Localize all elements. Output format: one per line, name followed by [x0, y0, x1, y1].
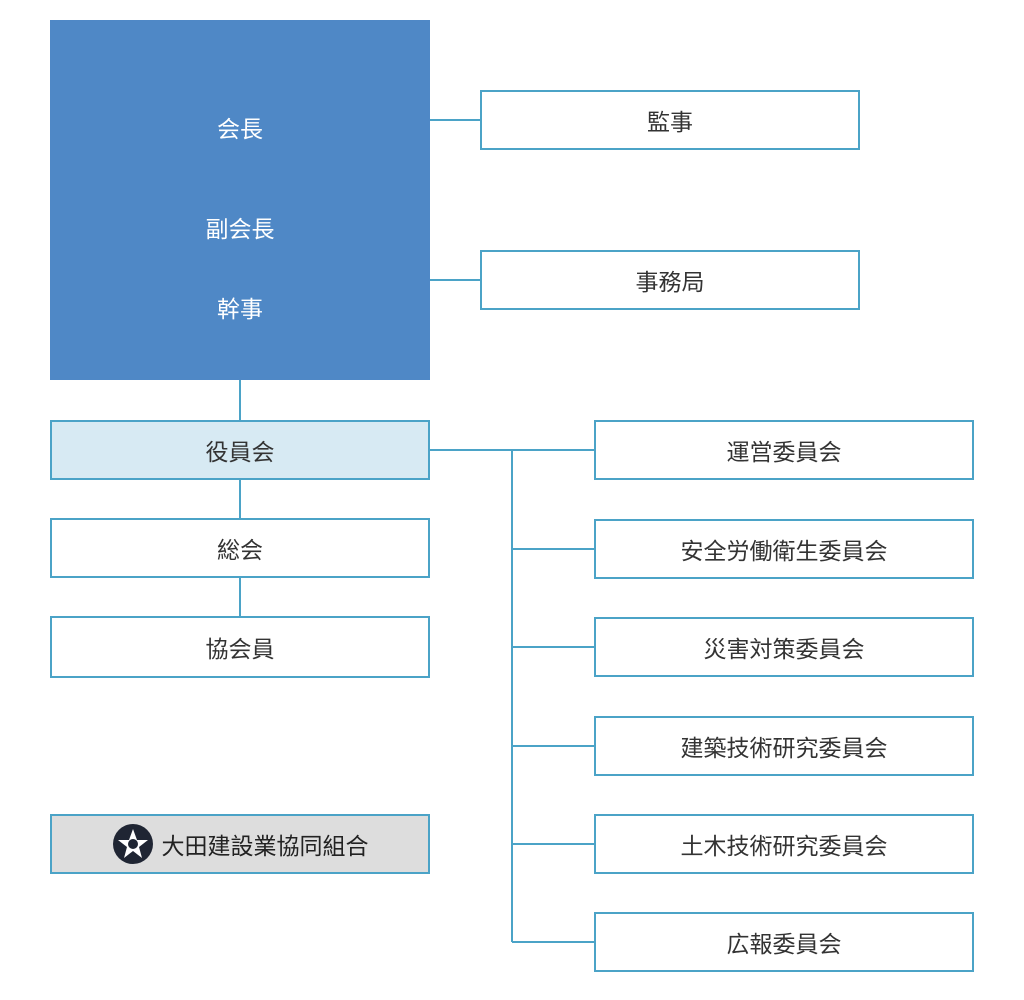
auditor-box: 監事 — [480, 90, 860, 150]
association-box: 大田建設業協同組合 — [50, 814, 430, 874]
role-director: 幹事 — [217, 297, 263, 323]
committee-operations: 運営委員会 — [594, 420, 974, 480]
role-president: 会長 — [217, 117, 263, 143]
committee-disaster: 災害対策委員会 — [594, 617, 974, 677]
committee-public-relations: 広報委員会 — [594, 912, 974, 972]
committee-architecture: 建築技術研究委員会 — [594, 716, 974, 776]
committee-safety-health: 安全労働衛生委員会 — [594, 519, 974, 579]
leadership-block: 会長 副会長 幹事 — [50, 20, 430, 380]
members-box: 協会員 — [50, 616, 430, 678]
association-name: 大田建設業協同組合 — [161, 834, 369, 860]
board-box: 役員会 — [50, 420, 430, 480]
secretariat-box: 事務局 — [480, 250, 860, 310]
general-meeting-box: 総会 — [50, 518, 430, 578]
association-emblem-icon — [112, 823, 154, 865]
committee-civil-engineering: 土木技術研究委員会 — [594, 814, 974, 874]
role-vice-president: 副会長 — [205, 217, 275, 243]
